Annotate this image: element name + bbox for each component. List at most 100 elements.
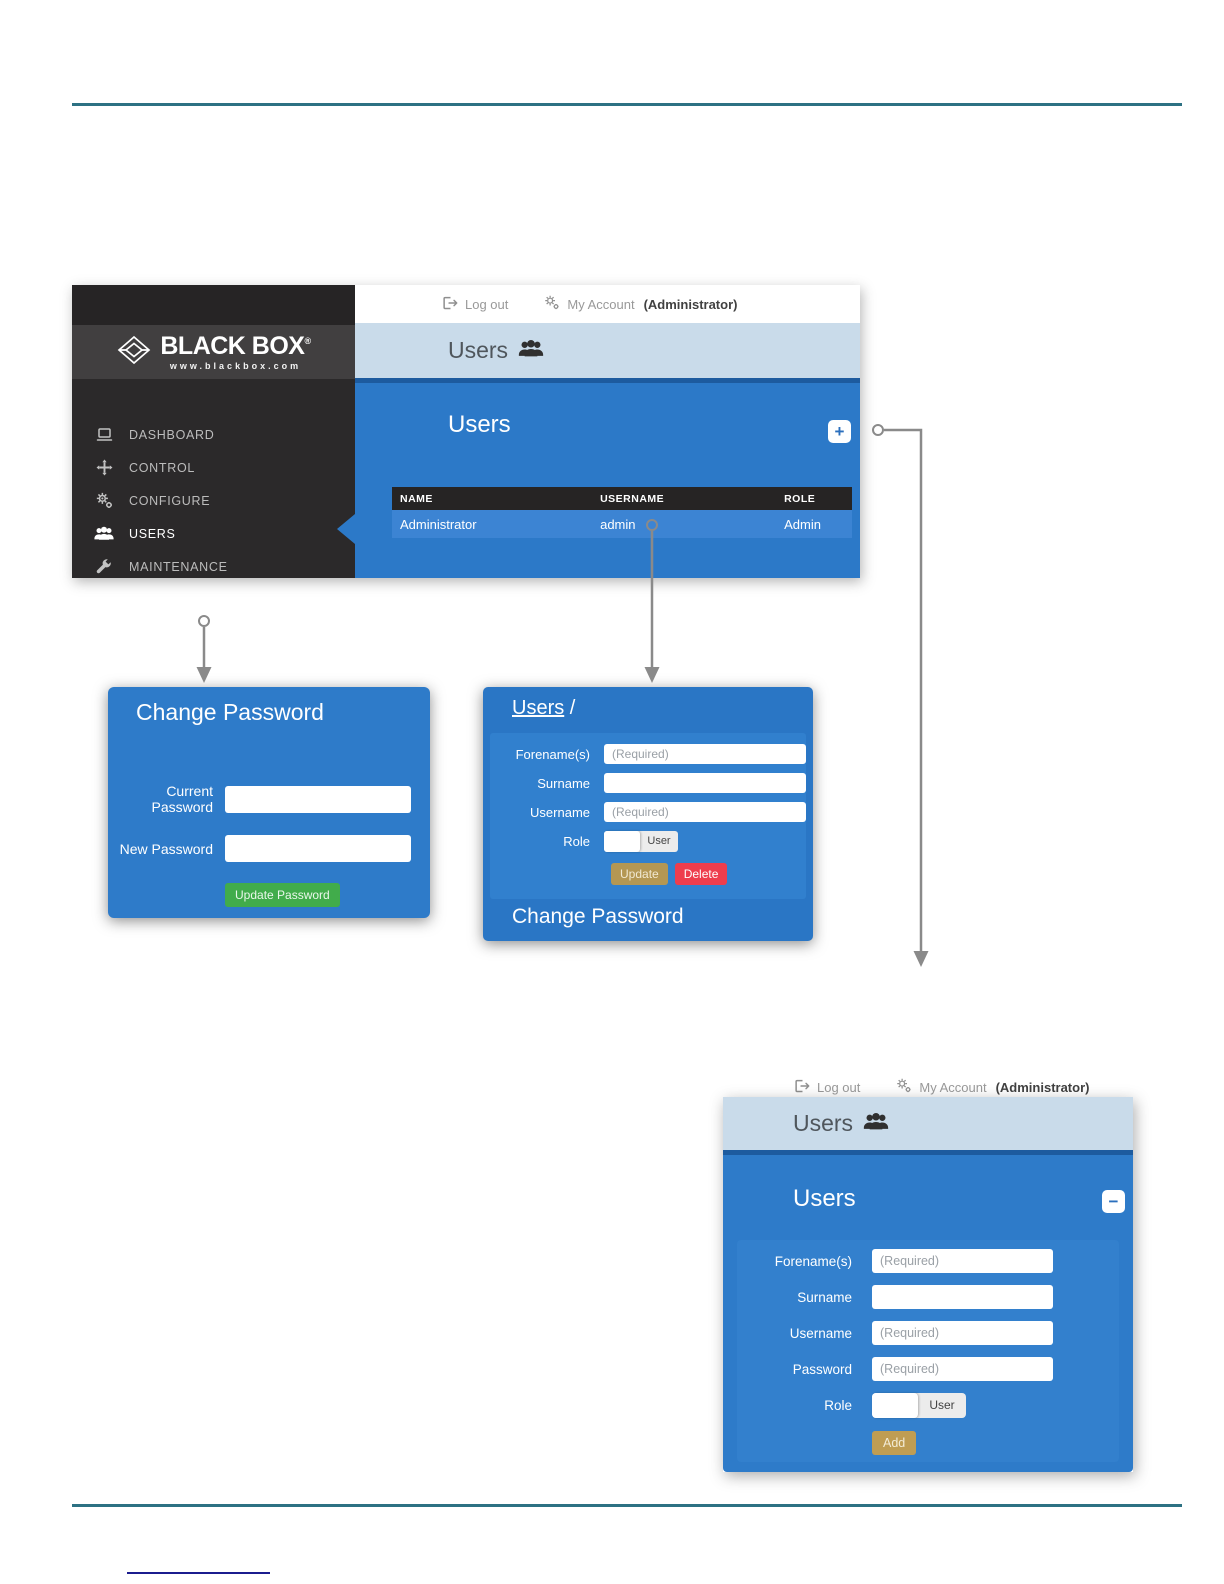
current-password-label: Current Password [151, 783, 213, 815]
users-page-content: Log out My Account (Administrator) Us [355, 285, 860, 578]
role-value: User [647, 835, 671, 847]
sidebar-item-label: CONTROL [129, 460, 196, 475]
sidebar-item-dashboard[interactable]: DASHBOARD [72, 418, 355, 451]
sidebar-item-label: USERS [129, 526, 176, 541]
users-panel: Users + NAME USERNAME ROLE Administrator… [355, 378, 860, 578]
sidebar: BLACK BOX® www.blackbox.com DASHBOARD [72, 285, 355, 578]
logout-label: Log out [817, 1079, 861, 1095]
cell-username: admin [600, 516, 636, 532]
password-label: Password [792, 1361, 852, 1377]
brand-name: BLACK BOX [160, 331, 305, 360]
update-button[interactable]: Update [611, 863, 668, 885]
username-input[interactable] [872, 1321, 1053, 1345]
users-title-icon [863, 1112, 889, 1136]
sidebar-item-label: DASHBOARD [129, 427, 215, 442]
logout-link[interactable]: Log out [443, 296, 508, 313]
table-row[interactable]: Administrator admin Admin [392, 510, 852, 538]
registered-mark: ® [304, 335, 311, 346]
table-header: NAME USERNAME ROLE [392, 487, 852, 510]
forename-label: Forename(s) [774, 1253, 852, 1269]
username-label: Username [530, 804, 590, 820]
new-password-label: New Password [119, 840, 213, 857]
laptop-icon [92, 427, 116, 443]
edit-user-actions: Update Delete [611, 863, 728, 885]
toggle-knob [872, 1393, 918, 1418]
delete-button[interactable]: Delete [674, 863, 728, 885]
users-panel-expanded: Users − Forename(s) Surname Username Pas… [723, 1150, 1133, 1472]
surname-input[interactable] [872, 1285, 1053, 1309]
role-label: Role [563, 834, 590, 849]
role-toggle[interactable]: User [872, 1393, 966, 1418]
column-username: USERNAME [600, 492, 665, 505]
page-top-rule [72, 103, 1182, 106]
password-input[interactable] [872, 1357, 1053, 1381]
column-name: NAME [400, 492, 433, 505]
edit-user-form: Forename(s) Surname Username Role User U… [490, 733, 806, 899]
forename-input[interactable] [872, 1249, 1053, 1273]
gears-icon [92, 492, 116, 509]
logout-icon [795, 1079, 810, 1096]
diamond-logo-icon [116, 335, 152, 370]
page-title-band: Users [355, 323, 860, 378]
add-user-button[interactable]: + [828, 420, 851, 443]
new-password-input[interactable] [225, 835, 411, 862]
my-account-link[interactable]: My Account (Administrator) [544, 295, 737, 313]
new-password-row: New Password [118, 835, 411, 862]
collapse-button[interactable]: − [1102, 1190, 1125, 1213]
column-role: ROLE [784, 492, 816, 505]
sidebar-item-label: MAINTENANCE [129, 559, 228, 574]
footer-link[interactable] [127, 1572, 270, 1574]
logout-icon [443, 296, 458, 313]
surname-row: Surname [490, 773, 806, 793]
surname-label: Surname [537, 775, 590, 791]
update-password-button[interactable]: Update Password [225, 883, 340, 907]
users-breadcrumb-link[interactable]: Users [512, 697, 565, 719]
username-row: Username [490, 802, 806, 822]
users-icon [92, 526, 116, 541]
role-row: Role User [737, 1393, 966, 1418]
add-user-screenshot: Users Users − Forename(s) Surname [723, 1097, 1133, 1472]
change-password-section-title: Change Password [512, 905, 684, 928]
my-account-link[interactable]: My Account (Administrator) [896, 1078, 1089, 1096]
logout-link[interactable]: Log out [795, 1079, 860, 1096]
account-bar: Log out My Account (Administrator) [355, 285, 860, 323]
edit-user-panel: Users / Forename(s) Surname Username Rol… [483, 687, 813, 941]
sidebar-item-control[interactable]: CONTROL [72, 451, 355, 484]
cogs-icon [544, 295, 560, 313]
username-row: Username [737, 1321, 1053, 1345]
change-password-title: Change Password [136, 699, 324, 725]
sidebar-item-users[interactable]: USERS [72, 517, 355, 550]
role-row: Role User [490, 831, 678, 852]
account-name: (Administrator) [643, 296, 738, 312]
password-row: Password [737, 1357, 1053, 1381]
my-account-label: My Account [567, 296, 635, 312]
logout-label: Log out [465, 296, 509, 312]
my-account-label: My Account [919, 1079, 987, 1095]
panel-title: Users [793, 1185, 856, 1212]
sidebar-item-configure[interactable]: CONFIGURE [72, 484, 355, 517]
account-name: (Administrator) [995, 1079, 1090, 1095]
role-toggle[interactable]: User [604, 831, 678, 852]
forename-row: Forename(s) [490, 744, 806, 764]
forename-input[interactable] [604, 744, 806, 764]
role-label: Role [824, 1398, 852, 1413]
role-value: User [929, 1398, 955, 1412]
current-password-row: Current Password [118, 783, 411, 815]
sidebar-item-maintenance[interactable]: MAINTENANCE [72, 550, 355, 583]
sidebar-item-label: CONFIGURE [129, 493, 211, 508]
page-title: Users [448, 337, 509, 363]
surname-input[interactable] [604, 773, 806, 793]
sidebar-top-strip [72, 285, 355, 325]
add-button[interactable]: Add [872, 1431, 917, 1455]
active-menu-indicator [337, 514, 355, 544]
breadcrumb-separator: / [569, 697, 576, 719]
username-label: Username [789, 1325, 852, 1341]
panel-title: Users [448, 411, 511, 438]
blackbox-logo: BLACK BOX® www.blackbox.com [72, 325, 355, 379]
current-password-input[interactable] [225, 785, 411, 813]
change-password-panel: Change Password Current Password New Pas… [108, 687, 430, 918]
wrench-icon [92, 558, 116, 575]
username-input[interactable] [604, 802, 806, 822]
users-title-icon [518, 339, 544, 363]
